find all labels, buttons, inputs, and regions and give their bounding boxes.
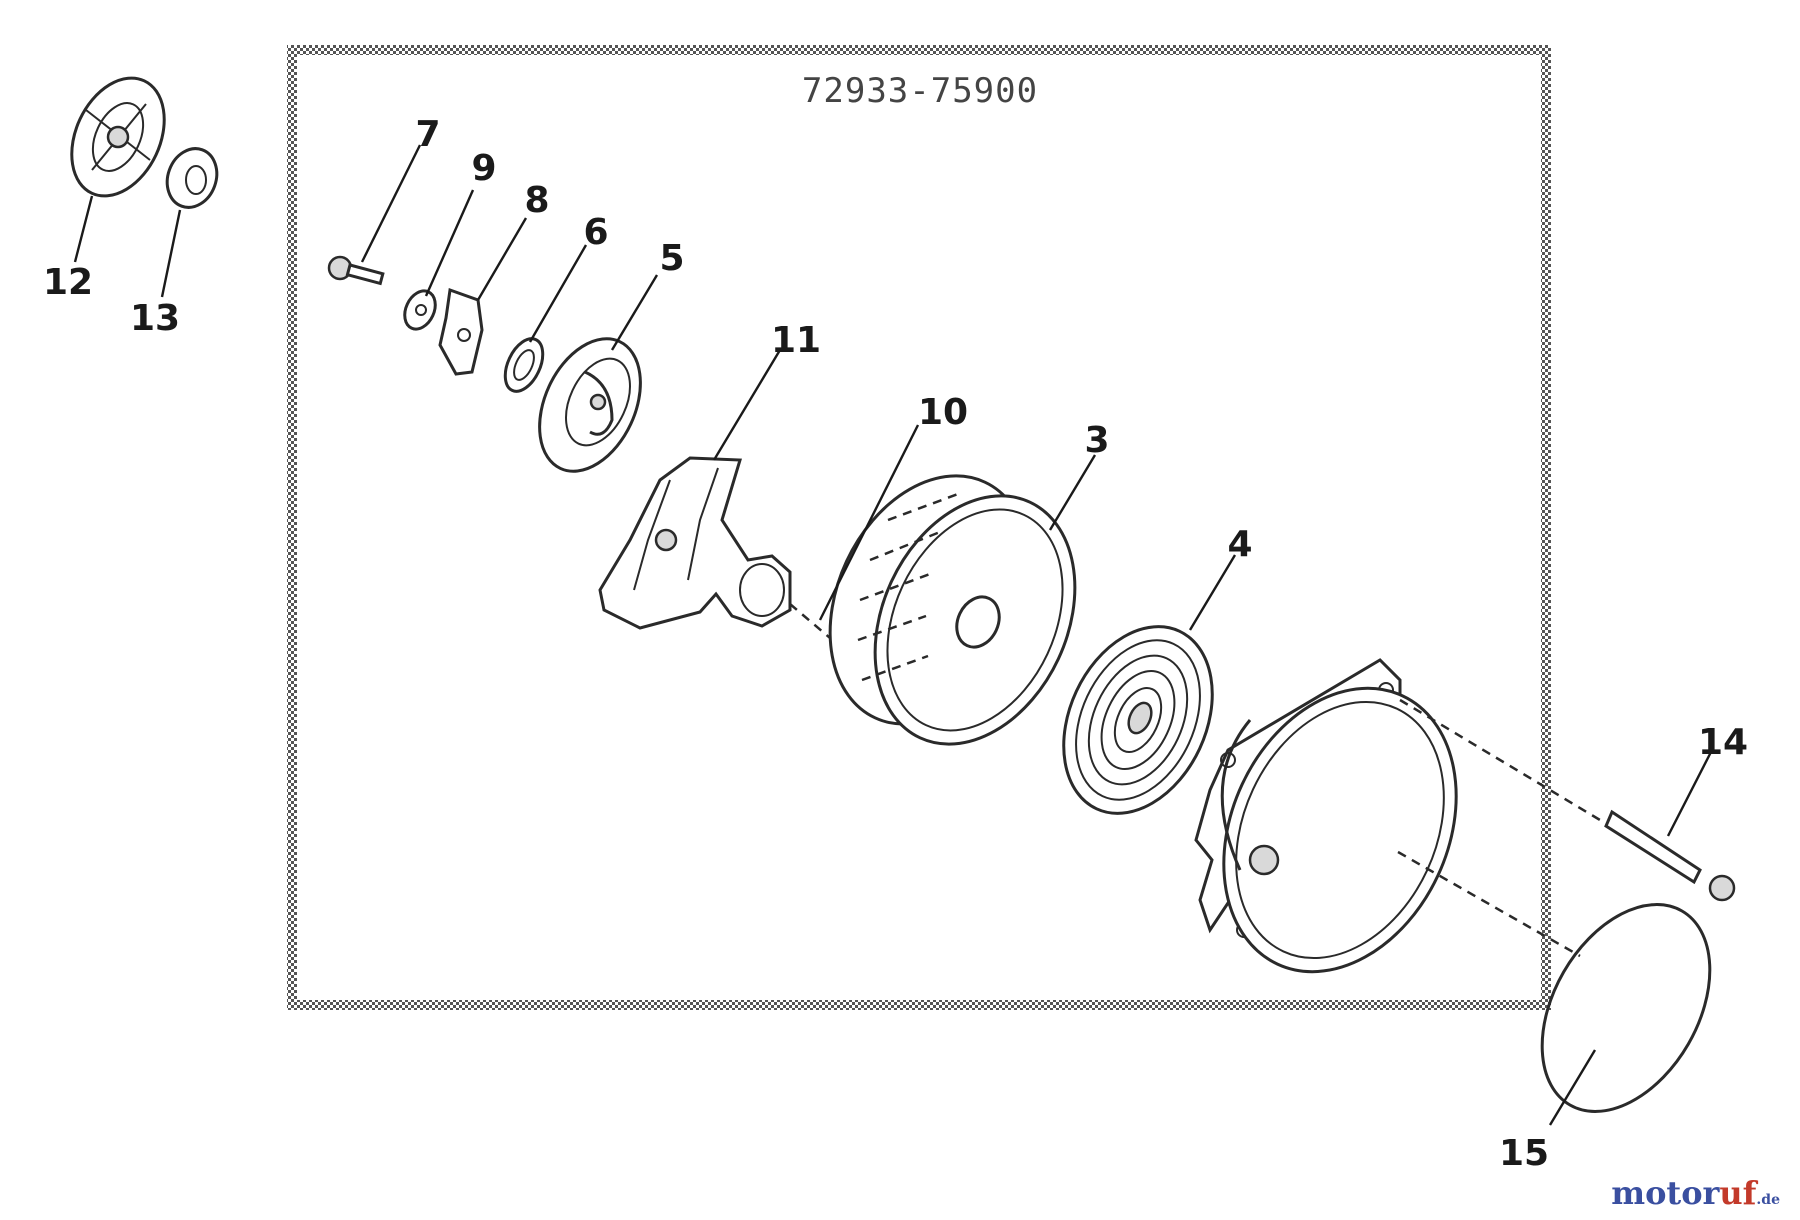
- part-5-drive-plate[interactable]: [520, 323, 661, 488]
- label-5: 5: [659, 238, 684, 279]
- label-9: 9: [471, 148, 496, 189]
- starter-housing[interactable]: [1180, 650, 1501, 1010]
- label-15: 15: [1499, 1133, 1549, 1174]
- part-6-spring[interactable]: [498, 333, 551, 397]
- part-8-pawl[interactable]: [438, 287, 484, 376]
- label-10: 10: [918, 392, 968, 433]
- watermark-logo: motoruf.de: [1611, 1174, 1780, 1212]
- part-9-washer[interactable]: [399, 286, 441, 334]
- part-14-long-bolt[interactable]: [1399, 698, 1736, 902]
- label-6: 6: [583, 212, 608, 253]
- leader-lines: [73, 144, 1714, 1126]
- label-14: 14: [1698, 722, 1748, 763]
- assembly-frame: [287, 45, 1551, 1010]
- label-11: 11: [771, 320, 821, 361]
- label-7: 7: [415, 114, 440, 155]
- part-12-flange[interactable]: [54, 63, 183, 211]
- label-8: 8: [524, 180, 549, 221]
- label-4: 4: [1227, 524, 1252, 565]
- part-3-reel[interactable]: [792, 443, 1114, 776]
- label-13: 13: [130, 298, 180, 339]
- part-11-start-handle[interactable]: [598, 456, 792, 630]
- part-15-cover-ring[interactable]: [1397, 850, 1744, 1141]
- label-3: 3: [1084, 420, 1109, 461]
- label-12: 12: [43, 262, 93, 303]
- assembly-code: 72933-75900: [802, 71, 1038, 111]
- part-4-recoil-spring[interactable]: [1035, 602, 1241, 837]
- part-labels: 12 13 7 9 8 6 5 11 10 3 4 14 15: [43, 114, 1748, 1174]
- part-13-nut[interactable]: [159, 142, 225, 215]
- part-7-bolt[interactable]: [327, 255, 385, 286]
